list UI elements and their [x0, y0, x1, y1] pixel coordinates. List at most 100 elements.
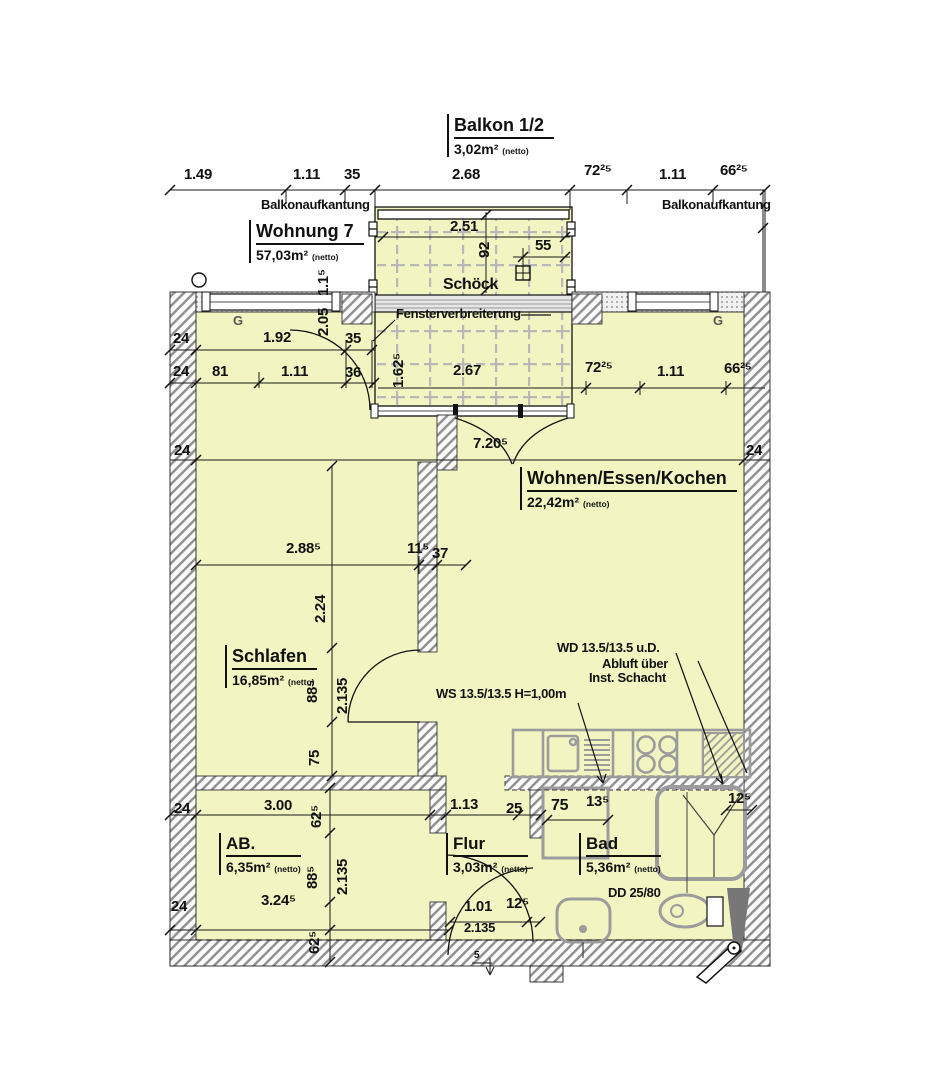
wall-bottom [169, 939, 771, 967]
dim-schlafen-door-0: 88⁵ [304, 680, 321, 703]
balcony-name: Balkon 1/2 [454, 115, 555, 139]
dim-balkon-width: 2.51 [450, 218, 478, 235]
balcony-netto: (netto) [502, 145, 529, 156]
leader-wd-schacht [675, 652, 748, 785]
dim-row3-2: 62⁵ [308, 805, 325, 828]
toilet [658, 893, 724, 929]
apartment-area: 57,03m² [256, 246, 309, 263]
kitchen-counter [511, 728, 752, 779]
room-name-flur: Flur [453, 834, 528, 857]
entry-door-bottom-right [695, 941, 743, 984]
room-label-flur: Flur 3,03m² (netto) [446, 833, 528, 875]
dimension-ticks [164, 184, 771, 968]
dim-row2-2: 1.11 [281, 363, 309, 380]
annotation-g-left: G [233, 313, 243, 328]
dim-chain2-0: 2.67 [453, 362, 481, 379]
kitchen-cooktop [636, 735, 678, 774]
dim-ab-door-0: 88⁵ [304, 866, 321, 889]
dim-top-0: 1.49 [184, 166, 212, 183]
apartment-floor [196, 312, 744, 940]
dim-row4-3: 1.01 [464, 898, 492, 915]
leader-lines [372, 314, 748, 785]
room-label-wohnen: Wohnen/Essen/Kochen 22,42m² (netto) [520, 467, 737, 510]
room-name-ab: AB. [226, 834, 301, 857]
dim-balkon-depth: 92 [476, 241, 493, 258]
annotation-schoeck: Schöck [443, 276, 499, 293]
annotation-wd: WD 13.5/13.5 u.D. [557, 640, 660, 655]
dim-row4-0: 24 [171, 898, 188, 915]
dim-mid-0: 2.88⁵ [286, 540, 321, 557]
dim-row2-3: 36 [345, 364, 362, 381]
dim-schlafen-door-2: 75 [306, 749, 323, 766]
annotation-dd: DD 25/80 [608, 885, 661, 900]
apartment-name: Wohnung 7 [256, 221, 364, 245]
dim-fenster-v: 1.62⁵ [390, 353, 407, 388]
dim-mid-1: 11⁵ [407, 540, 430, 557]
room-name-bad: Bad [586, 834, 661, 857]
wall-ab-flur-upper [429, 789, 447, 834]
room-netto-schlafen: (netto) [288, 676, 315, 687]
dim-row3-7: 12⁵ [728, 790, 751, 807]
column-symbol [191, 272, 207, 288]
room-area-schlafen: 16,85m² [232, 671, 285, 688]
kitchen-sink [546, 734, 580, 773]
dim-ab-door-1: 2.135 [334, 858, 351, 895]
annotation-abluft-line2: Inst. Schacht [589, 670, 667, 685]
dim-top-6: 66²⁵ [720, 162, 748, 179]
balcony-jambs [368, 221, 576, 295]
apartment-label: Wohnung 7 57,03m² (netto) [249, 220, 364, 263]
door-swing-bad [445, 854, 534, 943]
dim-row3-5: 75 [551, 797, 569, 814]
bathtub [655, 785, 747, 881]
installation-shaft [702, 732, 745, 778]
room-netto-wohnen: (netto) [583, 498, 610, 509]
dim-row4-5: 12⁵ [506, 895, 529, 912]
kitchen-drainer [584, 739, 610, 771]
wall-schlafen-ab [195, 775, 447, 791]
dim-row1-0: 24 [173, 330, 190, 347]
balcony-area: 3,02m² [454, 140, 499, 157]
window-top-left [201, 291, 341, 312]
dim-row2-1: 81 [212, 363, 229, 380]
dim-mid-v: 2.24 [312, 595, 329, 623]
dim-row3-1: 3.00 [264, 797, 292, 814]
dim-total-left-wall: 24 [174, 442, 191, 459]
annotation-fensterverbreiterung: Fensterverbreiterung [396, 306, 521, 321]
dim-row3-4: 25 [506, 800, 523, 817]
room-label-ab: AB. 6,35m² (netto) [219, 833, 301, 875]
room-label-bad: Bad 5,36m² (netto) [579, 833, 661, 875]
leader-ws [577, 702, 607, 784]
dim-window-v-1: 2.05 [315, 308, 332, 336]
washbasin [555, 897, 612, 958]
dim-row3-3: 1.13 [450, 796, 478, 813]
door-swing-left-window [289, 329, 371, 411]
apartment-netto: (netto) [312, 251, 339, 262]
room-name-schlafen: Schlafen [232, 646, 318, 670]
dim-row3-6: 13⁵ [586, 793, 609, 810]
dim-row1-1: 1.92 [263, 329, 291, 346]
room-netto-bad: (netto) [634, 863, 661, 874]
exterior-walls [169, 291, 771, 983]
dim-total-width: 7.20⁵ [473, 435, 508, 452]
balcony-window [370, 403, 575, 419]
dim-top-2: 35 [344, 166, 361, 183]
balcony [368, 206, 576, 419]
wall-pier-right-of-balcony [571, 293, 603, 325]
door-swing-entry [447, 867, 534, 956]
annotation-balkonaufkantung-left: Balkonaufkantung [261, 197, 370, 212]
room-label-schlafen: Schlafen 16,85m² (netto) [225, 645, 318, 688]
dim-row4-2: 62⁵ [306, 931, 323, 954]
window-top-right [627, 291, 719, 312]
wall-notch [529, 965, 564, 983]
door-swing-schlafen [347, 649, 421, 723]
dim-top-3: 2.68 [452, 166, 480, 183]
dim-chain2-3: 66²⁵ [724, 360, 752, 377]
dim-row4-4: 2.135 [464, 920, 496, 935]
annotation-balkonaufkantung-right: Balkonaufkantung [662, 197, 771, 212]
wall-left [169, 291, 197, 967]
room-area-bad: 5,36m² [586, 858, 631, 875]
dim-entry-5: 5 [474, 950, 480, 961]
dim-top-5: 1.11 [659, 166, 687, 183]
dim-top-4: 72²⁵ [584, 162, 612, 179]
